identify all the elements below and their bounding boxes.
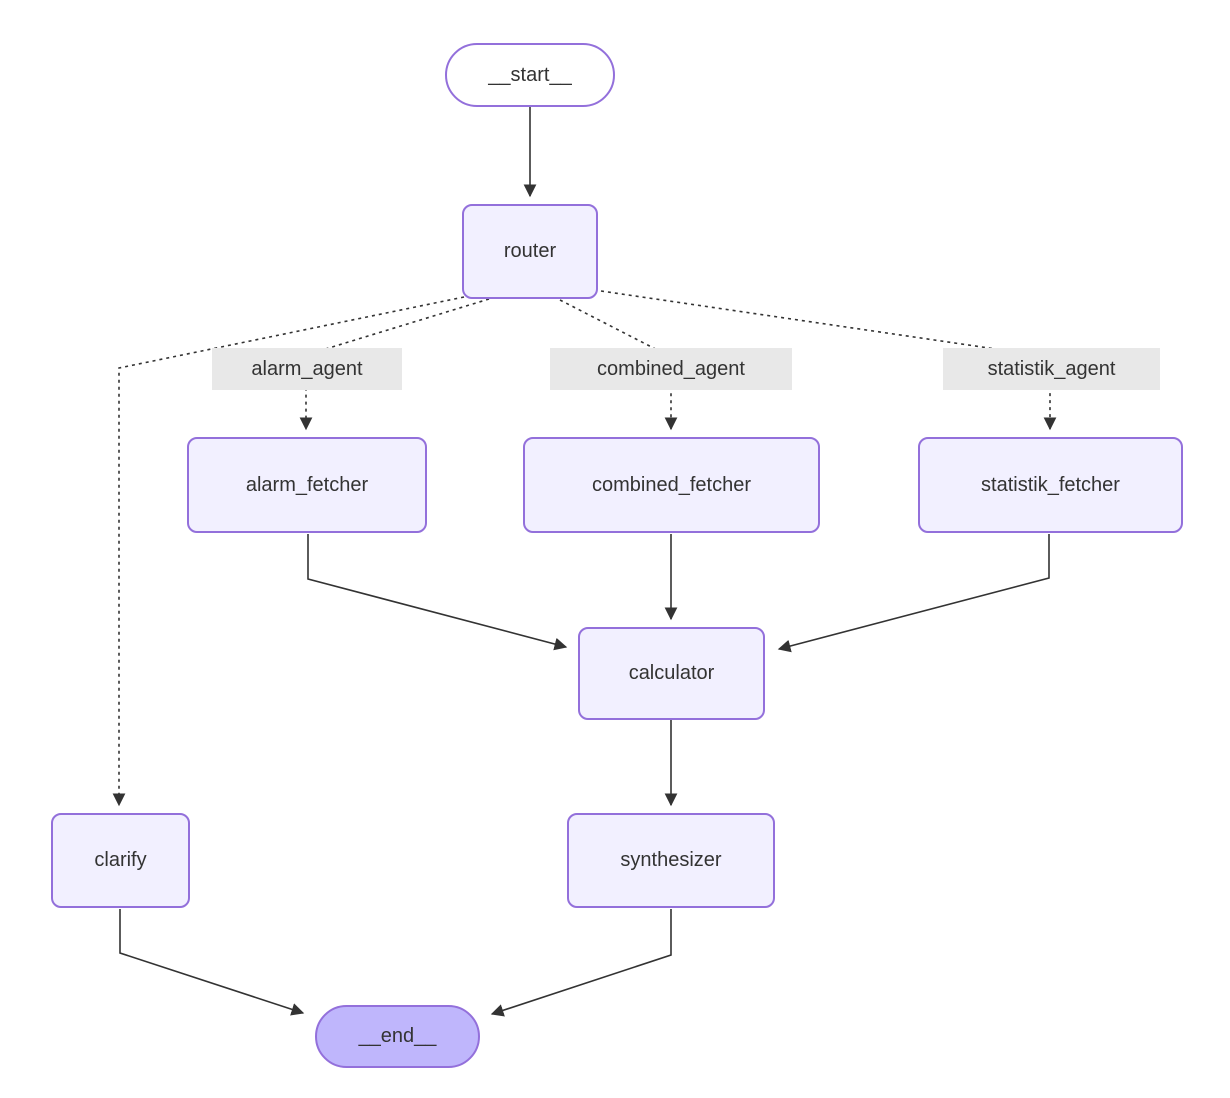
- edge-label-combined-agent: combined_agent: [550, 348, 792, 390]
- edge-statistik-fetcher-to-calculator: [777, 534, 1050, 653]
- edge-label-statistik-agent-text: statistik_agent: [987, 357, 1116, 380]
- node-statistik-fetcher-label: statistik_fetcher: [981, 473, 1120, 496]
- node-clarify: clarify: [51, 813, 190, 908]
- node-start: __start__: [445, 43, 615, 107]
- node-statistik-fetcher: statistik_fetcher: [918, 437, 1183, 533]
- edge-clarify-to-end: [119, 909, 305, 1016]
- node-synthesizer-label: synthesizer: [620, 849, 722, 871]
- node-end: __end__: [315, 1005, 480, 1068]
- node-alarm-fetcher: alarm_fetcher: [187, 437, 427, 533]
- node-alarm-fetcher-label: alarm_fetcher: [245, 473, 369, 496]
- node-start-label: __start__: [488, 63, 572, 86]
- node-combined-fetcher: combined_fetcher: [523, 437, 820, 533]
- edge-label-alarm-agent-text: alarm_agent: [251, 357, 363, 380]
- node-router-label: router: [503, 240, 557, 262]
- node-combined-fetcher-label: combined_fetcher: [592, 473, 751, 496]
- node-clarify-label: clarify: [94, 849, 147, 871]
- node-router: router: [462, 204, 598, 299]
- node-calculator-label: calculator: [628, 662, 715, 684]
- edge-synthesizer-to-end: [490, 909, 672, 1017]
- edge-label-alarm-agent: alarm_agent: [212, 348, 402, 390]
- edge-router-to-clarify: [112, 296, 465, 807]
- node-calculator: calculator: [578, 627, 765, 720]
- node-end-label: __end__: [358, 1025, 437, 1047]
- edge-label-combined-agent-text: combined_agent: [597, 357, 745, 380]
- edge-alarm-fetcher-to-calculator: [307, 534, 568, 651]
- node-synthesizer: synthesizer: [567, 813, 775, 908]
- edge-label-statistik-agent: statistik_agent: [943, 348, 1160, 390]
